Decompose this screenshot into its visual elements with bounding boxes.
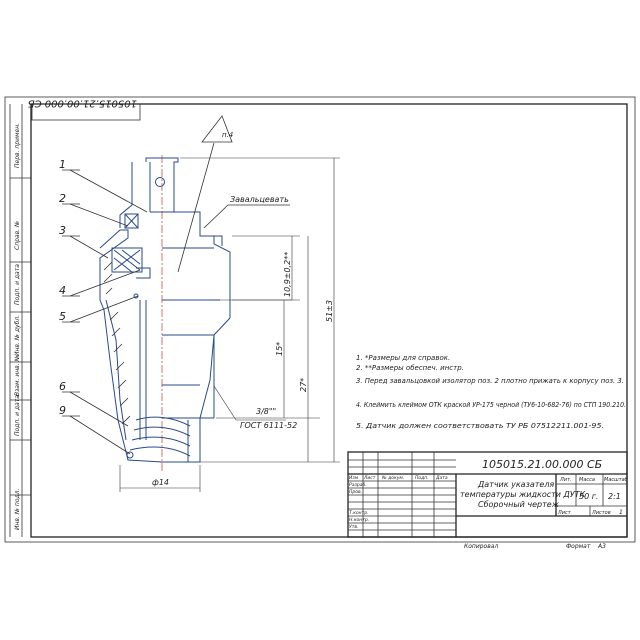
dimension-10-9: 10,9±0,2** [283, 252, 292, 297]
thread-standard: ГОСТ 6111-52 [240, 421, 297, 430]
side-label-sign-date-2: Подп. и дата [14, 395, 21, 436]
rotated-drawing-code: 105015.21.00.000 СБ [28, 98, 137, 109]
roll-annotation: Завальцевать [230, 195, 289, 204]
copied-label: Копировал [464, 543, 498, 550]
title-name-line-2: температуры жидкости ДУТК [460, 490, 586, 499]
part-number-2: 2 [59, 192, 66, 205]
col-header-doc: № докум. [381, 475, 404, 481]
side-label-sign-date-1: Подп. и дата [14, 264, 21, 305]
title-block [347, 451, 628, 538]
thread-size: 3/8"" [256, 407, 276, 416]
row-tech-control: Т.контр. [349, 510, 369, 516]
note-2: 2. **Размеры обеспеч. инстр. [356, 364, 464, 372]
note-4: 4. Клеймить клеймом ОТК краской УР-175 ч… [356, 401, 626, 409]
col-header-change: Изм [349, 475, 359, 481]
part-number-5: 5 [59, 310, 66, 323]
title-name-line-3: Сборочный чертеж [478, 500, 560, 509]
row-developed: Разраб. [349, 482, 367, 488]
part-number-9: 9 [59, 404, 66, 417]
sensor-body [145, 157, 231, 463]
side-strip: Перв. примен. Справ. № Подп. и дата Инв.… [9, 104, 31, 537]
row-approved: Утв. [349, 524, 358, 530]
part-number-6: 6 [59, 380, 66, 393]
row-norm-control: Н.контр. [349, 517, 369, 523]
col-header-date: Дата [435, 475, 448, 481]
note-3: 3. Перед завальцовкой изолятор поз. 2 пл… [356, 377, 624, 385]
sheet-outer-border [4, 96, 636, 543]
title-name-line-1: Датчик указателя [477, 480, 554, 489]
side-label-replace-inv: Взам. инв. № [14, 355, 21, 396]
mass-label: Масса [579, 477, 595, 483]
part-number-4: 4 [59, 284, 66, 297]
side-label-reference: Справ. № [14, 221, 21, 250]
roughness-leader [177, 142, 215, 273]
sensor-section [99, 162, 191, 463]
format-value: А3 [597, 543, 606, 550]
dimension-27: 27* [299, 378, 308, 392]
sheet-inner-frame [30, 103, 628, 538]
note-5: 5. Датчик должен соответствовать ТУ РБ 0… [356, 422, 604, 430]
rotated-code-box [31, 103, 141, 121]
mass-value: 50 г. [579, 492, 598, 501]
note-1: 1. *Размеры для справок. [356, 354, 450, 362]
dimension-15: 15* [275, 342, 284, 356]
lit-label: Лит. [559, 477, 572, 483]
roll-leader [203, 204, 229, 229]
scale-value: 2:1 [608, 492, 621, 501]
dimension-lines [119, 157, 340, 492]
col-header-sign: Подп. [415, 475, 429, 481]
technical-notes: 1. *Размеры для справок. 2. **Размеры об… [356, 354, 626, 430]
scale-label: Масштаб [604, 477, 628, 483]
roughness-mark: п.4 [222, 131, 233, 139]
format-label: Формат [566, 543, 591, 550]
dimension-51: 51±3 [325, 300, 334, 322]
part-number-3: 3 [59, 224, 66, 237]
part-leaders [62, 169, 148, 455]
sheets-value: 1 [619, 509, 623, 516]
row-checked: Пров. [349, 489, 362, 495]
side-label-dup-inv: Инв. № дубл. [14, 315, 21, 356]
title-doc-number: 105015.21.00.000 СБ [482, 458, 602, 471]
side-label-orig-inv: Инв. № подл. [14, 489, 21, 530]
col-header-sheet: Лист [363, 475, 376, 481]
sheets-label: Листов [591, 510, 611, 516]
sheet-label: Лист [557, 510, 572, 516]
side-label-first-use: Перв. примен. [14, 123, 21, 168]
roughness-triangle [201, 115, 233, 143]
part-number-1: 1 [59, 158, 66, 171]
dimension-diameter: ф14 [152, 478, 169, 487]
